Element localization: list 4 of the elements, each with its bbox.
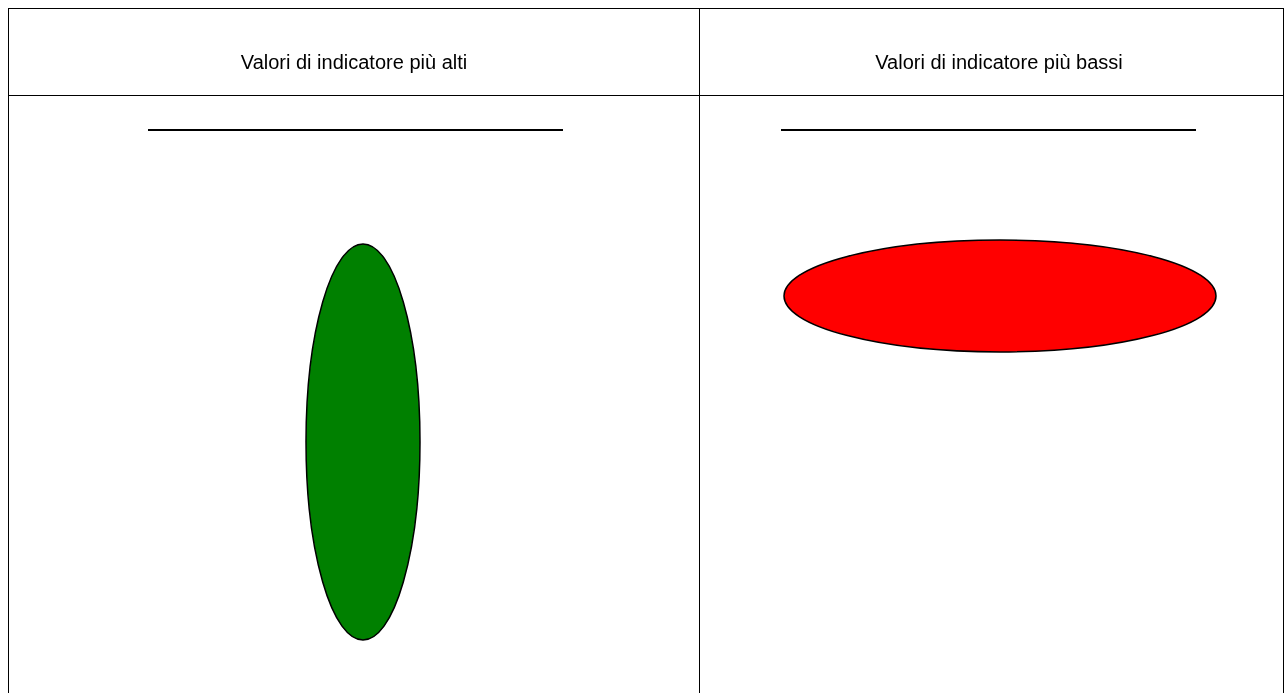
tall-ellipse	[305, 243, 421, 641]
column-header: Valori di indicatore più alti	[240, 50, 468, 74]
wide-ellipse	[783, 239, 1217, 353]
column-header: Valori di indicatore più bassi	[875, 50, 1123, 74]
